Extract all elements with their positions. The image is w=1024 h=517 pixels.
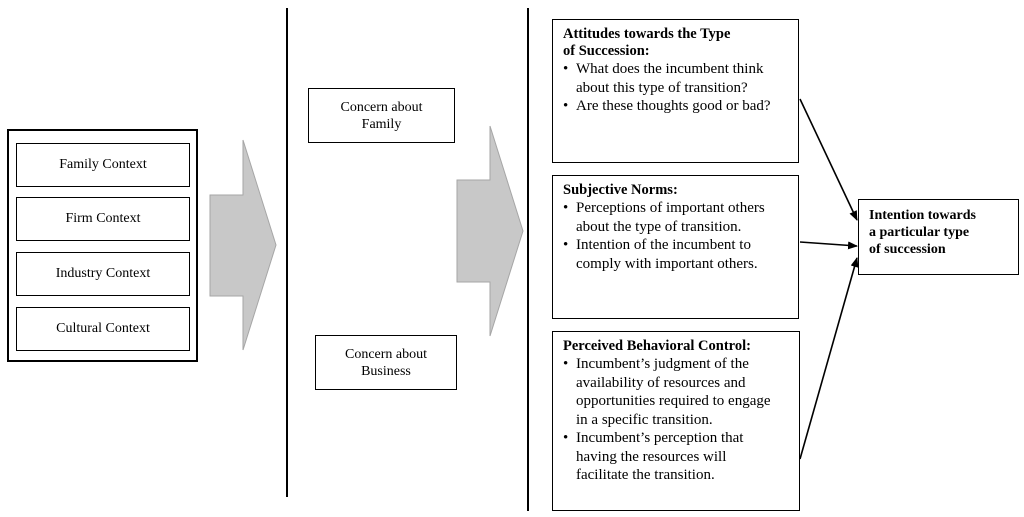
bullet-text-line: comply with important others.	[576, 255, 758, 272]
concern-family-line-1: Concern about	[340, 99, 423, 115]
perceived-control-box: Perceived Behavioral Control: • Incumbent’…	[552, 331, 800, 511]
bullet-icon: •	[563, 237, 569, 253]
attitudes-to-intention-arrow	[799, 98, 858, 221]
bullet-text-line: availability of resources and	[576, 374, 746, 391]
norms-bullet-list: • Perceptions of important others about th…	[563, 199, 790, 273]
list-item: • Intention of the incumbent to comply wit…	[563, 236, 790, 273]
bullet-text-line: about the type of transition.	[576, 218, 742, 235]
bullet-text-line: Incumbent’s judgment of the	[576, 356, 749, 372]
bullet-icon: •	[563, 430, 569, 446]
divider-line-right	[527, 8, 529, 511]
intention-line-1: Intention towards	[869, 208, 976, 223]
bullet-text-line: in a specific transition.	[576, 411, 713, 428]
bullet-text-line: facilitate the transition.	[576, 467, 715, 483]
list-item: • Incumbent’s perception that having the r…	[563, 429, 791, 485]
norms-to-intention-arrow	[799, 241, 858, 250]
bullet-text-line: Are these thoughts good or bad?	[576, 98, 771, 114]
list-item: • Are these thoughts good or bad?	[563, 97, 790, 116]
list-item: • Incumbent’s judgment of the availability…	[563, 355, 791, 429]
intention-line-3: of succession	[869, 242, 946, 257]
control-title-line: Perceived Behavioral Control:	[563, 338, 751, 354]
flow-arrow-2	[456, 125, 524, 337]
bullet-icon: •	[563, 200, 569, 216]
subjective-norms-box: Subjective Norms: • Perceptions of importa…	[552, 175, 799, 319]
bullet-icon: •	[563, 356, 569, 372]
norms-title: Subjective Norms:	[563, 182, 790, 199]
industry-context-box: Industry Context	[16, 252, 190, 296]
concern-business-line-1: Concern about	[344, 346, 428, 362]
attitudes-title-line: Attitudes towards the Type	[563, 26, 731, 42]
bullet-icon: •	[563, 61, 569, 77]
context-group-box	[7, 129, 198, 362]
bullet-icon: •	[563, 98, 569, 114]
bullet-text-line: about this type of transition?	[576, 79, 748, 96]
flow-arrow-1	[209, 139, 277, 351]
control-title: Perceived Behavioral Control:	[563, 338, 791, 355]
divider-line-left	[286, 8, 288, 497]
control-to-intention-arrow	[799, 257, 859, 460]
list-item: • Perceptions of important others about th…	[563, 199, 790, 236]
family-context-box: Family Context	[16, 143, 190, 187]
cultural-context-box: Cultural Context	[16, 307, 190, 351]
bullet-text-line: opportunities required to engage	[576, 393, 771, 409]
norms-title-line: Subjective Norms:	[563, 182, 678, 198]
concern-business-line-2: Business	[361, 363, 411, 379]
list-item: • What does the incumbent think about this…	[563, 60, 790, 97]
bullet-text-line: What does the incumbent think	[576, 61, 764, 77]
attitudes-title-line: of Succession:	[563, 43, 650, 59]
bullet-text-line: Intention of the incumbent to	[576, 237, 751, 253]
bullet-text-line: Incumbent’s perception that	[576, 430, 744, 446]
control-bullet-list: • Incumbent’s judgment of the availability…	[563, 355, 791, 485]
attitudes-bullet-list: • What does the incumbent think about this…	[563, 60, 790, 116]
firm-context-box: Firm Context	[16, 197, 190, 241]
bullet-text-line: having the resources will	[576, 448, 727, 465]
bullet-text-line: Perceptions of important others	[576, 200, 765, 216]
concern-family-line-2: Family	[361, 116, 402, 132]
intention-box: Intention towards a particular type of s…	[858, 199, 1019, 275]
intention-line-2: a particular type	[869, 225, 970, 240]
